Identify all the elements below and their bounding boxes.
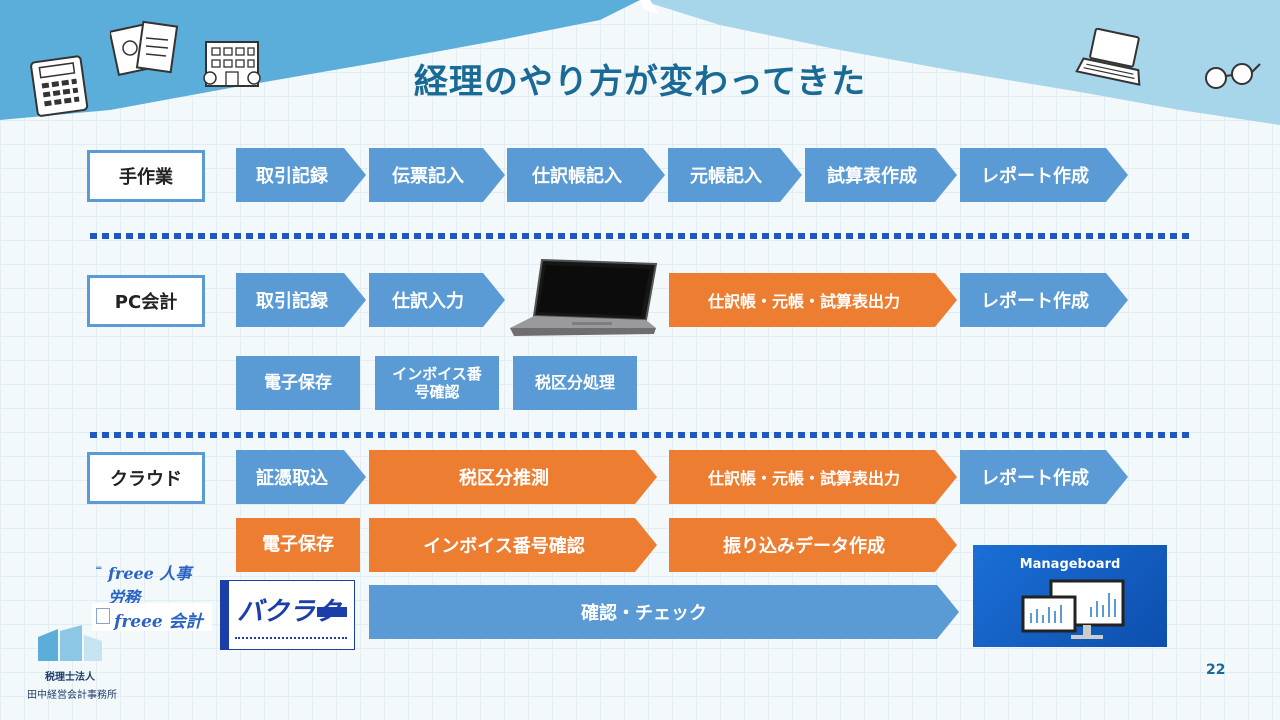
cloud-step-4: レポート作成 [960,450,1128,504]
firm-name-line1: 税理士法人 [45,672,95,683]
pc-sub-electronic-storage: 電子保存 [236,356,360,410]
firm-name-line2: 田中経営会計事務所 [27,690,117,701]
pc-step-2: 仕訳入力 [369,273,505,327]
separator-2 [90,432,1190,438]
manual-step-5: 試算表作成 [805,148,957,202]
freee-acc-logo-text: freee 会計 [114,612,203,632]
monitor-icon [1021,579,1125,639]
bakuraku-logo: バクラク [220,580,355,650]
pc-sub-tax-category: 税区分処理 [513,356,637,410]
page-title: 経理のやり方が変わってきた [413,62,867,102]
documents-icon [110,20,179,77]
laptop-sketch-icon [1075,28,1141,86]
freee-acc-logo: freee 会計 [92,603,212,632]
pc-sub-invoice-check: インボイス番号確認 [375,356,499,410]
row-label-pc: PC会計 [87,275,205,327]
manual-step-2: 伝票記入 [369,148,505,202]
building-icon [203,41,261,87]
page-number: 22 [1206,662,1226,678]
separator-1 [90,233,1190,239]
freee-hr-logo: ═ freee 人事労務 [96,560,206,607]
freee-hr-logo-text: freee 人事労務 [108,564,192,607]
glasses-icon [1205,63,1261,89]
firm-logo-icon [38,625,102,661]
cloud-sub-electronic-storage: 電子保存 [236,518,360,572]
cloud-step-3: 仕訳帳・元帳・試算表出力 [669,450,957,504]
pc-step-1: 取引記録 [236,273,366,327]
laptop-image [510,258,658,336]
calculator-icon [30,55,89,117]
row-label-cloud: クラウド [87,452,205,504]
manageboard-image: Manageboard [973,545,1167,647]
manual-step-3: 仕訳帳記入 [507,148,665,202]
pc-step-3: 仕訳帳・元帳・試算表出力 [669,273,957,327]
row-label-manual: 手作業 [87,150,205,202]
cloud-sub-transfer-data: 振り込みデータ作成 [669,518,957,572]
pc-step-4: レポート作成 [960,273,1128,327]
cloud-check: 確認・チェック [369,585,959,639]
manual-step-1: 取引記録 [236,148,366,202]
cloud-step-2: 税区分推測 [369,450,657,504]
cloud-sub-invoice-check: インボイス番号確認 [369,518,657,572]
manual-step-4: 元帳記入 [668,148,802,202]
cloud-step-1: 証憑取込 [236,450,366,504]
manual-step-6: レポート作成 [960,148,1128,202]
manageboard-logo-text: Manageboard [1019,557,1121,572]
